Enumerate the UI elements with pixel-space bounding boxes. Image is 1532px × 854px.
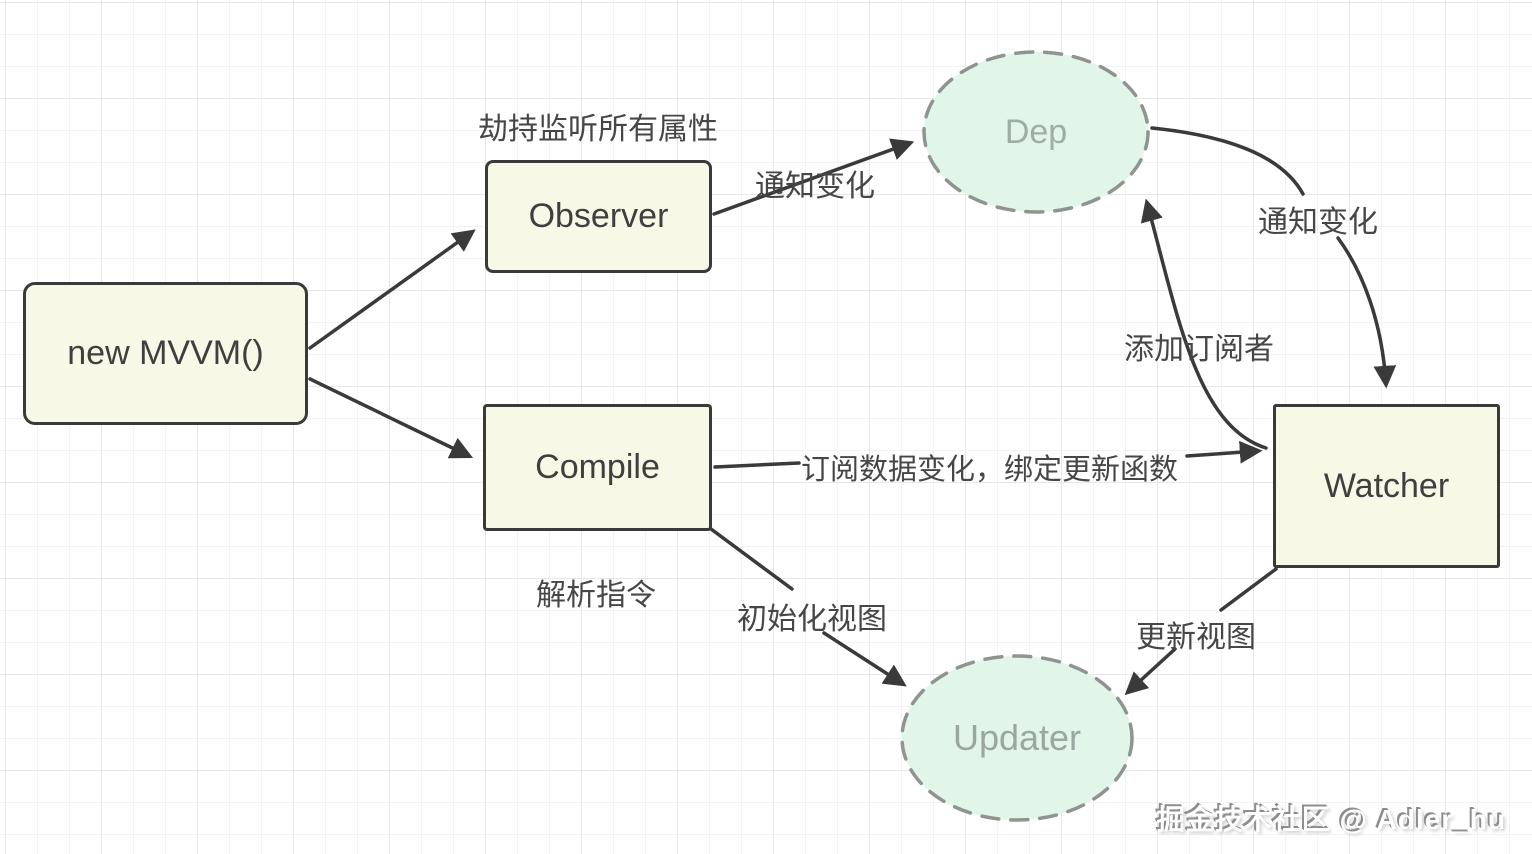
edge-label-observer-dep: 通知变化 (755, 170, 875, 203)
arrow-compile-updater-b (822, 631, 907, 687)
watermark: 掘金技术社区 @ Adler_hu (1156, 804, 1506, 835)
arrow-watcher-dep (1140, 198, 1268, 450)
compile-caption: 解析指令 (536, 579, 656, 612)
edge-label-compile-updater: 初始化视图 (737, 603, 887, 636)
arrow-watcher-updater-b (1124, 647, 1177, 696)
node-new-mvvm: new MVVM() (23, 282, 308, 425)
node-new-mvvm-label: new MVVM() (67, 334, 264, 372)
node-compile-label: Compile (535, 448, 660, 486)
arrow-mvvm-compile (308, 377, 474, 459)
arrow-compile-watcher-a (713, 461, 801, 469)
arrow-compile-updater-a (709, 527, 794, 591)
dep-ellipse (922, 50, 1150, 214)
node-watcher-label: Watcher (1323, 466, 1450, 505)
arrow-observer-dep (712, 138, 915, 216)
node-observer-label: Observer (528, 197, 669, 235)
edge-label-watcher-dep: 添加订阅者 (1124, 333, 1274, 366)
arrow-dep-watcher-a (1150, 126, 1305, 196)
updater-ellipse (900, 654, 1134, 822)
arrow-compile-watcher-b (1185, 440, 1263, 464)
arrow-mvvm-observer (308, 229, 476, 350)
node-watcher: Watcher (1273, 404, 1500, 568)
arrow-dep-watcher-b (1336, 236, 1397, 389)
edge-label-watcher-updater: 更新视图 (1136, 621, 1256, 654)
edge-label-compile-watcher: 订阅数据变化，绑定更新函数 (801, 454, 1179, 486)
node-observer: Observer (485, 160, 712, 273)
edge-label-dep-watcher: 通知变化 (1258, 206, 1378, 239)
observer-caption: 劫持监听所有属性 (478, 113, 718, 146)
node-compile: Compile (483, 404, 712, 531)
arrow-watcher-updater-a (1219, 567, 1278, 612)
